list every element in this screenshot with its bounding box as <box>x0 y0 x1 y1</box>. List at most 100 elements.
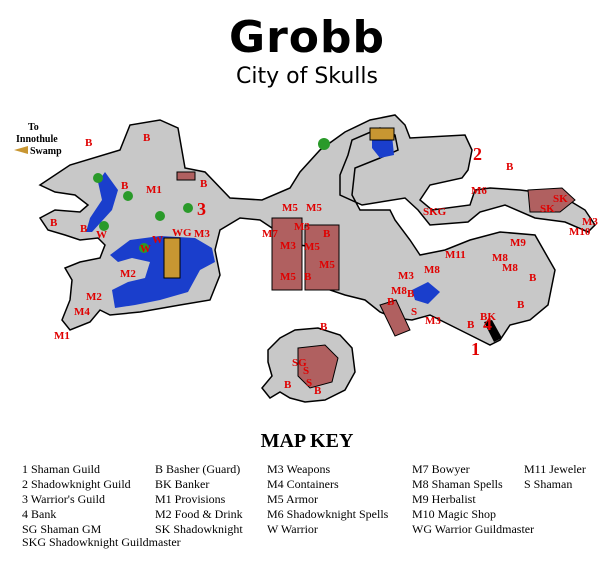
map-marker: B <box>467 319 475 331</box>
trees <box>93 138 330 253</box>
map-marker: B <box>506 161 514 173</box>
map-marker: S <box>411 306 417 318</box>
map-marker: M1 <box>146 184 162 196</box>
map-marker: S <box>303 365 309 377</box>
map-key-entry: M7 Bowyer <box>412 462 470 476</box>
map-key-entry: 1 Shaman Guild <box>22 462 100 476</box>
map-key-entry: WG Warrior Guildmaster <box>412 522 535 536</box>
guild-number-marker: 2 <box>473 144 482 164</box>
map-marker: B <box>50 217 58 229</box>
map-marker: M3 <box>582 216 598 228</box>
map-marker: M8 <box>424 264 440 276</box>
map-marker: B <box>529 272 537 284</box>
exit-label-swamp: Swamp <box>30 146 62 157</box>
map-marker: M9 <box>510 237 526 249</box>
map-key-entry: B Basher (Guard) <box>155 462 241 476</box>
map-marker: W <box>140 243 151 255</box>
map-marker: WG <box>172 227 192 239</box>
exit-label-to: To <box>28 122 39 133</box>
map-marker: B <box>387 296 395 308</box>
map-marker: B <box>85 137 93 149</box>
map-marker: M8 <box>502 262 518 274</box>
map-marker: B <box>121 180 129 192</box>
map-subtitle: City of Skulls <box>236 64 378 89</box>
bank-vault <box>484 320 502 342</box>
map-marker: BK <box>480 311 496 323</box>
map-key-entry: BK Banker <box>155 477 210 491</box>
map-marker: M3 <box>398 270 414 282</box>
north-gate <box>369 127 395 141</box>
map-key-entry-last: SKG Shadowknight Guildmaster <box>22 535 181 549</box>
map-marker: B <box>320 321 328 333</box>
map-marker: W <box>96 229 107 241</box>
map-key-entry: M11 Jeweler <box>524 462 586 476</box>
map-marker: B <box>80 223 88 235</box>
map-marker: B <box>517 299 525 311</box>
exit-label-innothule: Innothule <box>16 134 58 145</box>
map-marker: M6 <box>471 185 487 197</box>
map-marker: M7 <box>262 228 278 240</box>
map-marker: M2 <box>120 268 136 280</box>
map-key-entry: 3 Warrior's Guild <box>22 492 105 506</box>
buildings <box>176 171 576 389</box>
map-marker: M5 <box>319 259 335 271</box>
map-key-entry: M5 Armor <box>267 492 318 506</box>
map-key-entry: M3 Weapons <box>267 462 331 476</box>
map-marker: M11 <box>445 249 466 261</box>
map-marker: M10 <box>569 226 591 238</box>
map-key-entry: M10 Magic Shop <box>412 507 496 521</box>
map-marker: M3 <box>194 228 210 240</box>
map-key-entry: M8 Shaman Spells <box>412 477 503 491</box>
map-key-entry: M6 Shadowknight Spells <box>267 507 389 521</box>
map-key-entry: 4 Bank <box>22 507 57 521</box>
map-key-entry: M2 Food & Drink <box>155 507 243 521</box>
map-key-entry: M1 Provisions <box>155 492 226 506</box>
map-marker: SKG <box>423 206 447 218</box>
guild-number-marker: 3 <box>197 199 206 219</box>
map-marker: M2 <box>86 291 102 303</box>
map-marker: M5 <box>304 241 320 253</box>
map-marker: M8 <box>391 285 407 297</box>
map-marker: B <box>143 132 151 144</box>
guild-number-marker: 4 <box>483 314 492 334</box>
map-marker: B <box>323 228 331 240</box>
map-key-title: MAP KEY <box>260 430 354 452</box>
map-marker: M5 <box>306 202 322 214</box>
map-key-entry: 2 Shadowknight Guild <box>22 477 131 491</box>
map-marker: SG <box>292 357 307 369</box>
map-key-entry: S Shaman <box>524 477 573 491</box>
map-key-entry: SK Shadowknight <box>155 522 243 536</box>
map-marker: M5 <box>280 271 296 283</box>
map-marker: M3 <box>425 315 441 327</box>
map-key-entry: W Warrior <box>267 522 318 536</box>
map-key-entry: SG Shaman GM <box>22 522 102 536</box>
map-marker: B <box>284 379 292 391</box>
map-marker: B <box>314 385 322 397</box>
map-marker: SK <box>553 193 568 205</box>
map-marker: S <box>306 377 312 389</box>
map-key-entry: M4 Containers <box>267 477 339 491</box>
map-marker: M4 <box>74 306 90 318</box>
water <box>86 135 440 308</box>
map-title: Grobb <box>228 12 386 63</box>
map-marker: SK <box>540 203 555 215</box>
map-marker: M3 <box>280 240 296 252</box>
map-marker: M1 <box>54 330 70 342</box>
map-marker: B <box>200 178 208 190</box>
map-marker: W <box>152 234 163 246</box>
map-marker: B <box>304 271 312 283</box>
arena-gate <box>163 237 181 279</box>
map-marker: M8 <box>492 252 508 264</box>
guild-number-marker: 1 <box>471 339 480 359</box>
map-marker: M5 <box>282 202 298 214</box>
map-marker: B <box>407 288 415 300</box>
map-key-entry: M9 Herbalist <box>412 492 476 506</box>
exit-arrow-icon[interactable] <box>14 146 28 154</box>
